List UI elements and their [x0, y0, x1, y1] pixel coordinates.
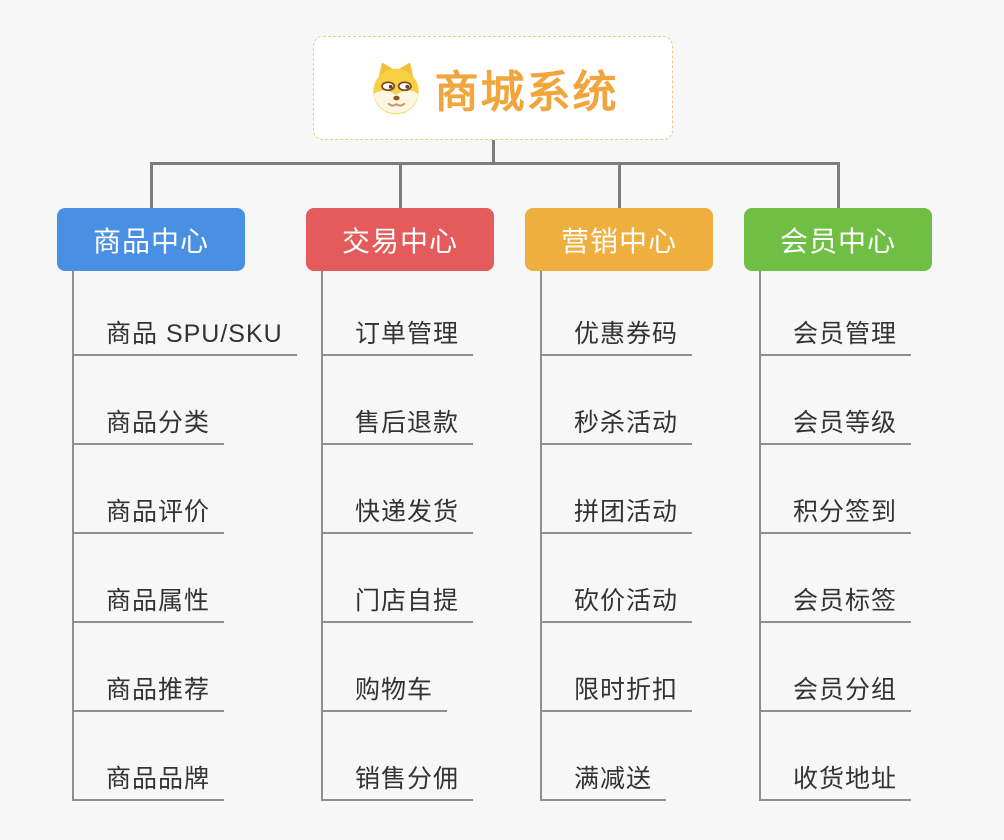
connector-root-stem — [491, 140, 495, 165]
connector-drop — [398, 162, 402, 208]
leaf-item[interactable]: 商品分类 — [72, 405, 225, 445]
leaf-item[interactable]: 会员标签 — [759, 583, 912, 623]
leaf-item[interactable]: 满减送 — [540, 761, 667, 801]
branch-node-2[interactable]: 交易中心 — [306, 208, 494, 271]
leaf-item[interactable]: 限时折扣 — [540, 672, 693, 712]
leaf-item[interactable]: 优惠券码 — [540, 316, 693, 356]
leaf-item[interactable]: 商品品牌 — [72, 761, 225, 801]
branch-node-4[interactable]: 会员中心 — [744, 208, 932, 271]
leaf-item[interactable]: 售后退款 — [321, 405, 474, 445]
leaf-item[interactable]: 购物车 — [321, 672, 448, 712]
branch-trunk-line — [72, 271, 74, 801]
root-title: 商城系统 — [434, 68, 619, 117]
leaf-item[interactable]: 砍价活动 — [540, 583, 693, 623]
leaf-item[interactable]: 会员分组 — [759, 672, 912, 712]
leaf-item[interactable]: 收货地址 — [759, 761, 912, 801]
leaf-item[interactable]: 商品属性 — [72, 583, 225, 623]
leaf-item[interactable]: 商品评价 — [72, 494, 225, 534]
leaf-item[interactable]: 拼团活动 — [540, 494, 693, 534]
leaf-item[interactable]: 快递发货 — [321, 494, 474, 534]
connector-drop — [836, 162, 840, 208]
branch-node-1[interactable]: 商品中心 — [57, 208, 245, 271]
connector-drop — [149, 162, 153, 208]
connector-drop — [617, 162, 621, 208]
leaf-item[interactable]: 商品推荐 — [72, 672, 225, 712]
root-node[interactable]: 商城系统 — [313, 36, 673, 140]
leaf-item[interactable]: 会员等级 — [759, 405, 912, 445]
leaf-item[interactable]: 门店自提 — [321, 583, 474, 623]
dog-face-icon — [372, 62, 419, 115]
leaf-item[interactable]: 积分签到 — [759, 494, 912, 534]
leaf-item[interactable]: 商品 SPU/SKU — [72, 316, 297, 356]
leaf-item[interactable]: 秒杀活动 — [540, 405, 693, 445]
branch-trunk-line — [759, 271, 761, 801]
leaf-item[interactable]: 销售分佣 — [321, 761, 474, 801]
connector-horizontal — [149, 162, 840, 165]
leaf-item[interactable]: 会员管理 — [759, 316, 912, 356]
branch-node-3[interactable]: 营销中心 — [525, 208, 713, 271]
leaf-item[interactable]: 订单管理 — [321, 316, 474, 356]
branch-trunk-line — [540, 271, 542, 801]
branch-trunk-line — [321, 271, 323, 801]
